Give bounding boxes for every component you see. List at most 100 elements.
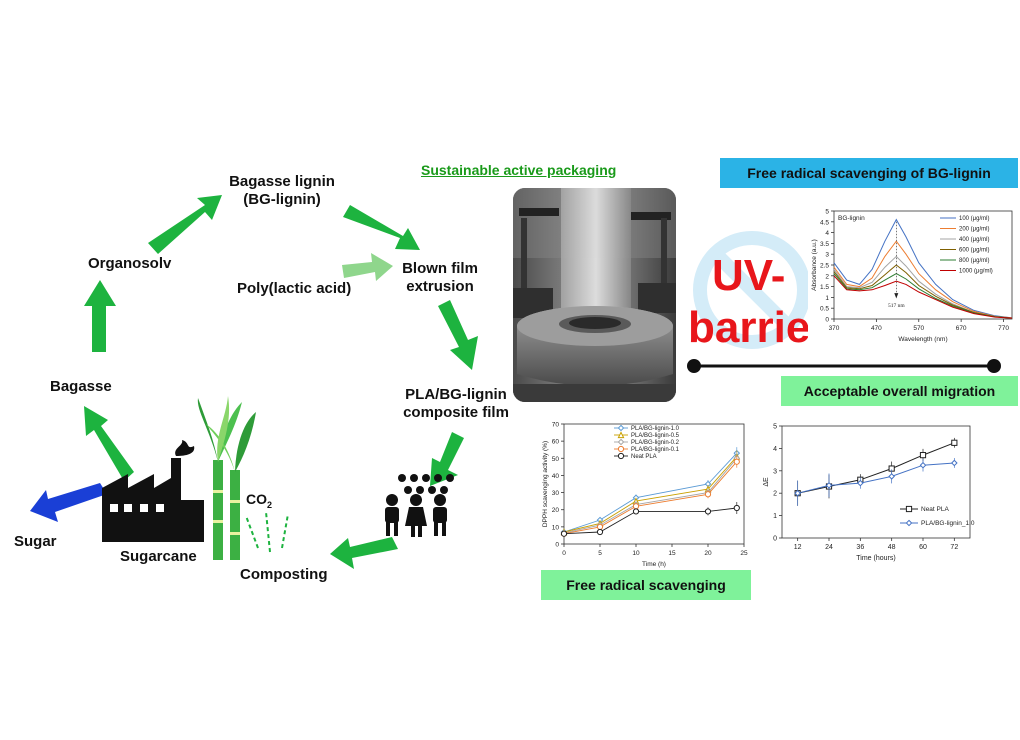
data-point — [596, 528, 604, 536]
legend-label-3: PLA/BG-lignin-0.2 — [631, 440, 680, 446]
arrow-to-sugar — [30, 483, 107, 522]
x-axis-label: Time (h) — [642, 561, 666, 568]
inset-label: BG-lignin — [838, 215, 865, 222]
x-tick-label: 20 — [704, 550, 712, 557]
label-sugarcane: Sugarcane — [120, 548, 197, 565]
y-axis-label: DPPH scavenging activity (%) — [542, 441, 549, 527]
plot-frame — [563, 423, 745, 545]
y-tick-label: 3 — [773, 468, 777, 475]
series-line-2 — [797, 462, 955, 494]
y-tick-label: 4.5 — [820, 219, 829, 226]
label-bagasse-lignin-line1: Bagasse lignin — [229, 173, 335, 190]
y-tick-label: 0 — [825, 317, 829, 324]
label-sugar: Sugar — [14, 533, 57, 550]
label-composite-film-line1: PLA/BG-lignin — [405, 386, 507, 403]
label-blown-film-line1: Blown film — [402, 260, 478, 277]
legend-marker-1 — [617, 424, 625, 432]
uv-text-line1: UV- — [712, 251, 786, 300]
label-co2: CO2 — [246, 490, 272, 514]
data-point — [704, 508, 712, 515]
y-tick-label: 3.5 — [820, 241, 829, 248]
arrow-bagasse-to-organosolv — [84, 280, 116, 352]
arrow-organosolv-to-lignin — [148, 195, 222, 254]
data-point — [794, 489, 801, 497]
y-tick-label: 2 — [773, 491, 777, 498]
x-tick-label: 12 — [794, 544, 802, 551]
arrow-blown-film-to-composite — [438, 300, 478, 370]
uv-barrier-icon — [693, 231, 811, 349]
x-tick-label: 36 — [856, 544, 864, 551]
legend-marker-5 — [617, 452, 625, 460]
data-point — [733, 458, 740, 465]
legend-marker-1 — [905, 505, 913, 513]
people-icon — [385, 474, 454, 537]
x-tick-label: 10 — [632, 550, 640, 557]
y-tick-label: 20 — [552, 507, 560, 514]
y-tick-label: 1 — [773, 513, 777, 520]
y-tick-label: 0.5 — [820, 306, 829, 313]
legend-label-1: PLA/BG-lignin-1.0 — [631, 426, 680, 432]
y-tick-label: 1 — [825, 295, 829, 302]
x-tick-label: 570 — [913, 325, 924, 332]
arrow-lignin-to-blown-film — [343, 205, 420, 250]
blown-film-photo-drawing — [513, 188, 676, 402]
series-line-3 — [563, 458, 738, 534]
data-point — [825, 482, 833, 489]
banner-free-radical: Free radical scavenging — [541, 570, 751, 600]
legend-marker-2 — [617, 431, 625, 439]
x-tick-label: 48 — [888, 544, 896, 551]
y-tick-label: 0 — [773, 536, 777, 543]
x-tick-label: 24 — [825, 544, 833, 551]
label-co2-sub: 2 — [267, 499, 273, 510]
y-axis-label: Absorbance (a.u.) — [811, 239, 818, 291]
legend-label-2: PLA/BG-lignin-0.5 — [631, 433, 680, 439]
y-tick-label: 0 — [555, 542, 559, 549]
legend-label-3: 400 (μg/ml) — [959, 237, 989, 243]
y-tick-label: 3 — [825, 252, 829, 259]
x-tick-label: 470 — [871, 325, 882, 332]
y-tick-label: 4 — [825, 230, 829, 237]
label-blown-film: Blown film extrusion — [395, 260, 485, 296]
legend-marker-2 — [905, 519, 913, 527]
y-tick-label: 60 — [552, 439, 560, 446]
data-point — [951, 459, 958, 467]
x-axis-label: Wavelength (nm) — [898, 336, 947, 343]
label-blown-film-line2: extrusion — [406, 278, 474, 295]
plot-frame — [781, 425, 971, 539]
arrow-people-to-composting — [330, 537, 398, 569]
data-point — [704, 491, 712, 498]
legend-marker-3 — [617, 438, 625, 446]
factory-icon — [102, 440, 204, 542]
arrow-composite-to-people — [430, 432, 464, 486]
y-tick-label: 70 — [552, 422, 560, 429]
arrow-sugarcane-to-bagasse — [84, 406, 134, 481]
x-tick-label: 60 — [919, 544, 927, 551]
series-line-1 — [833, 218, 1013, 319]
banner-acceptable-migration: Acceptable overall migration — [781, 376, 1018, 406]
x-tick-label: 670 — [956, 325, 967, 332]
data-point — [888, 473, 895, 480]
data-point — [560, 530, 568, 537]
y-tick-label: 10 — [552, 524, 560, 531]
legend-marker-4 — [617, 445, 625, 453]
y-tick-label: 2.5 — [820, 263, 829, 270]
y-tick-label: 5 — [773, 424, 777, 431]
peak-indicator-arrow — [894, 293, 899, 299]
label-bagasse: Bagasse — [50, 378, 112, 395]
x-tick-label: 5 — [598, 550, 602, 557]
legend-label-5: Neat PLA — [631, 454, 657, 460]
x-tick-label: 15 — [668, 550, 676, 557]
y-tick-label: 5 — [825, 209, 829, 216]
x-tick-label: 770 — [998, 325, 1009, 332]
y-tick-label: 40 — [552, 473, 560, 480]
legend-label-4: 600 (μg/ml) — [959, 248, 989, 254]
data-point — [632, 503, 640, 510]
blown-film-photo — [513, 188, 676, 402]
label-composite-film-line2: composite film — [403, 404, 509, 421]
series-line-3 — [833, 255, 1013, 319]
